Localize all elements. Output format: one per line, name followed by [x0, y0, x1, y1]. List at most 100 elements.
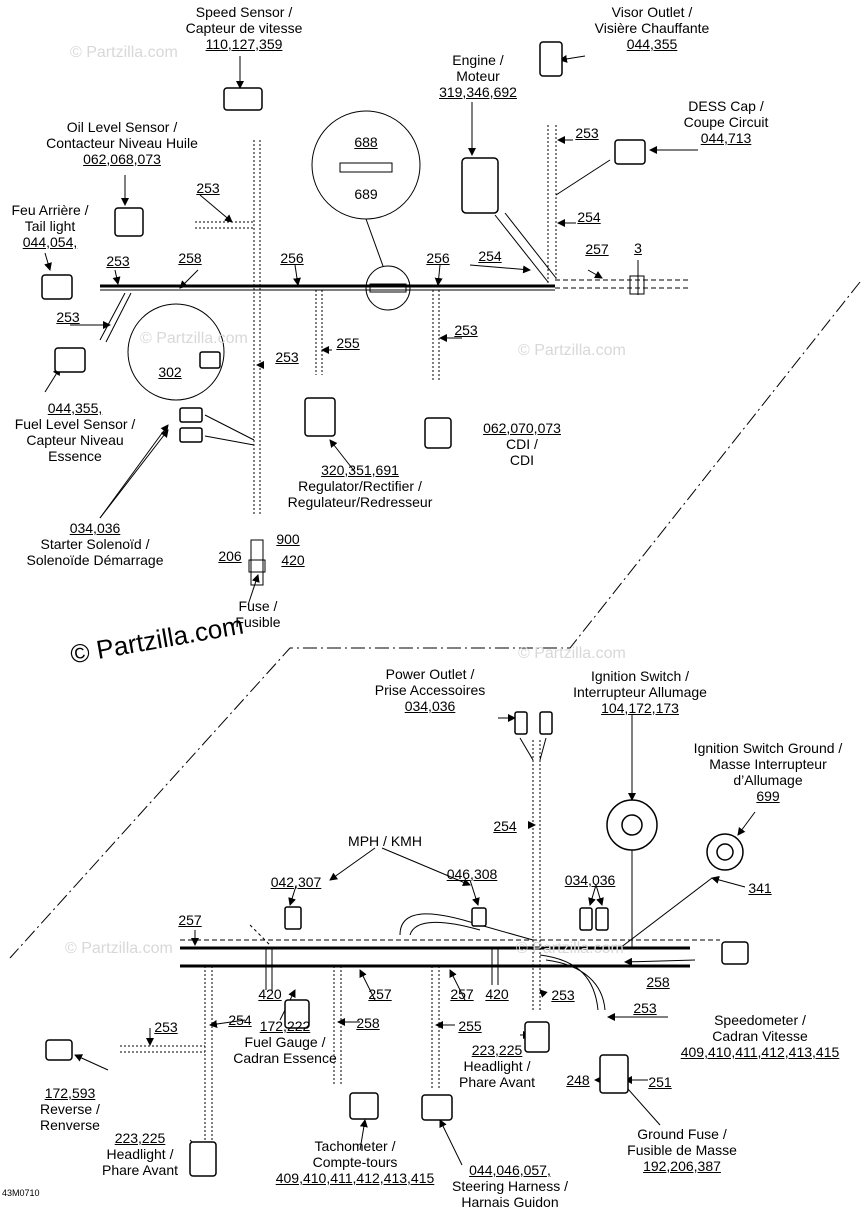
callout-420-right: 420 — [485, 986, 509, 1002]
separator-line — [9, 281, 861, 959]
fuel-level-label: 044,355,Fuel Level Sensor /Capteur Nivea… — [14, 400, 136, 464]
speed-sensor-connector — [223, 87, 263, 111]
callout-253-headlight: 253 — [551, 987, 575, 1003]
mph-connector-b — [471, 907, 487, 927]
tachometer-connector — [349, 1092, 379, 1120]
watermark-3: © Partzilla.com — [518, 342, 626, 359]
callout-258-tach: 258 — [356, 1015, 380, 1031]
callout-257-right: 257 — [450, 986, 474, 1002]
callout-257-left: 257 — [178, 912, 202, 928]
mph-parts-a: 042,307 — [270, 874, 322, 890]
watermark-5: © Partzilla.com — [65, 940, 173, 957]
headlight-connector-a — [524, 1021, 550, 1053]
callout-258-speedo: 258 — [646, 974, 670, 990]
connector-034-b — [595, 907, 609, 931]
starter-connector-a — [179, 407, 203, 423]
callout-253-ground: 253 — [633, 1000, 657, 1016]
ignition-ground-label: Ignition Switch Ground /Masse Interrupte… — [693, 740, 843, 804]
starter-connector-b — [179, 427, 203, 443]
callout-257: 257 — [585, 241, 609, 257]
callout-341: 341 — [748, 880, 772, 896]
callout-420-left: 420 — [258, 986, 282, 1002]
figure-code: 43M0710 — [2, 1188, 40, 1198]
steering-label: 044,046,057,Steering Harness /Harnais Gu… — [452, 1162, 568, 1210]
fuse-holder — [250, 539, 264, 586]
top-harness — [44, 54, 698, 606]
callout-253-tail: 253 — [106, 253, 130, 269]
callout-253-visor: 253 — [575, 125, 599, 141]
callout-248: 248 — [566, 1072, 590, 1088]
steering-connector — [421, 1094, 453, 1121]
callout-255: 255 — [458, 1018, 482, 1034]
callout-302: 302 — [158, 364, 182, 380]
mph-kmh-label: MPH / KMH — [348, 833, 422, 849]
callout-251: 251 — [648, 1074, 672, 1090]
callout-256-right: 256 — [426, 250, 450, 266]
detail-circle-302 — [127, 303, 225, 401]
callout-253-cdi: 253 — [454, 322, 478, 338]
callout-255: 255 — [336, 335, 360, 351]
callout-258: 258 — [178, 250, 202, 266]
detail-circle-688 — [311, 110, 421, 220]
callout-254-power: 254 — [493, 818, 517, 834]
watermark-6: © Partzilla.com — [516, 940, 624, 957]
speedometer-connector — [721, 941, 749, 965]
callout-3: 3 — [634, 240, 642, 256]
visor-outlet-connector — [539, 41, 563, 77]
callout-206: 206 — [218, 548, 242, 564]
bottom-connectors — [45, 711, 749, 1177]
mph-parts-b: 046,308 — [446, 866, 498, 882]
callout-253-speed: 253 — [275, 349, 299, 365]
power-outlet-connector-a — [514, 711, 528, 735]
junction-circle — [365, 265, 411, 311]
oil-level-label: Oil Level Sensor /Contacteur Niveau Huil… — [46, 119, 198, 167]
fuel-gauge-connector — [284, 999, 310, 1029]
connector-034-a — [579, 907, 593, 931]
callout-253-reverse: 253 — [154, 1019, 178, 1035]
bottom-harness — [74, 714, 756, 1166]
callout-256-left: 256 — [280, 250, 304, 266]
cdi-connector — [424, 417, 452, 449]
headlight-connector-b — [189, 1141, 217, 1177]
fuse-label: Fuse /Fusible — [235, 598, 281, 630]
reverse-connector — [45, 1039, 73, 1061]
callout-253-oil: 253 — [196, 180, 220, 196]
callout-689: 689 — [354, 186, 378, 202]
parts-034-036: 034,036 — [564, 872, 616, 888]
watermark-4: © Partzilla.com — [518, 645, 626, 662]
speed-sensor-wire — [253, 140, 261, 515]
tail-light-connector — [41, 274, 73, 300]
callout-257-mid: 257 — [368, 986, 392, 1002]
oil-level-connector — [114, 207, 144, 237]
watermark-1: © Partzilla.com — [70, 44, 178, 61]
ground-fuse-box — [599, 1054, 629, 1094]
top-connectors — [41, 41, 646, 449]
callout-254-visor: 254 — [577, 209, 601, 225]
power-outlet-connector-b — [539, 711, 553, 735]
callout-254-reverse: 254 — [228, 1012, 252, 1028]
fuel-level-connector — [54, 347, 86, 373]
dess-cap-connector — [614, 139, 646, 165]
mph-connector-a — [284, 906, 302, 930]
engine-connector — [461, 157, 499, 214]
callout-420: 420 — [281, 552, 305, 568]
callout-254-engine: 254 — [478, 248, 502, 264]
callout-900: 900 — [276, 531, 300, 547]
